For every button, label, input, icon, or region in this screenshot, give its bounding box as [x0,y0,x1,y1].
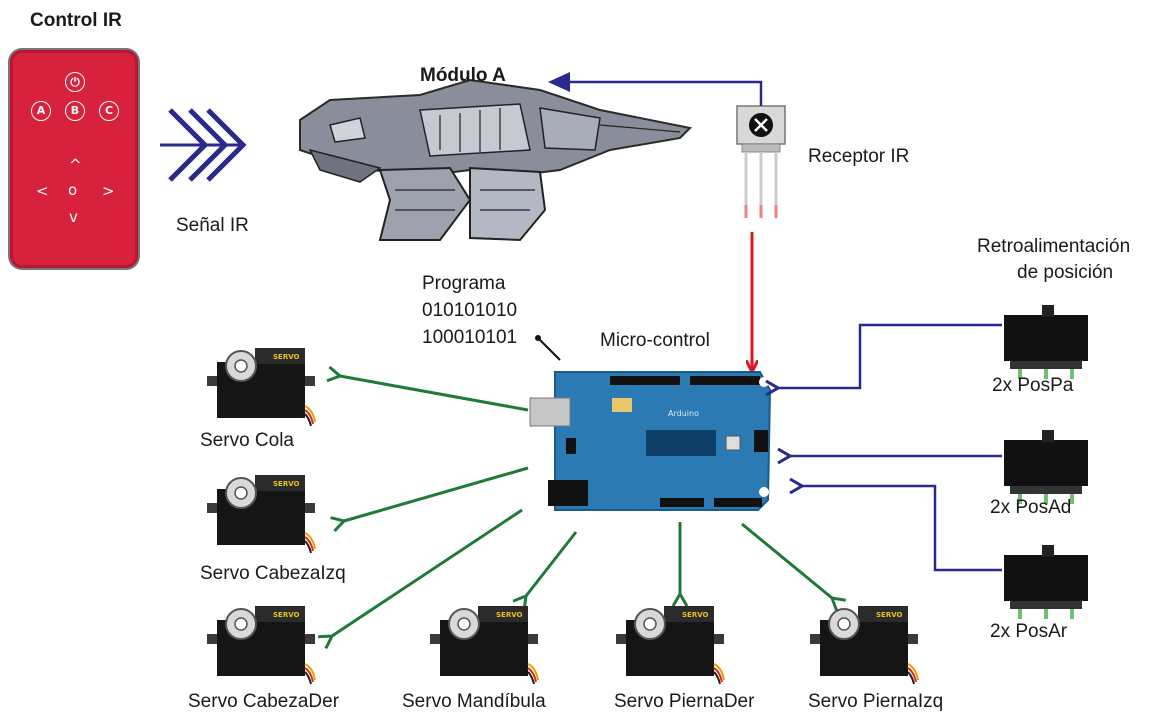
signal-label: Señal IR [176,215,249,236]
program-connector [535,335,561,361]
robot-dinosaur-module [299,78,693,242]
remote-button-c: C [99,101,119,121]
controller-label: Micro-control [600,330,710,351]
remote-button-b: B [65,101,85,121]
servo-pierna-izq-label: Servo PiernaIzq [808,691,944,712]
servo-cabeza-izq-label: Servo CabezaIzq [200,563,346,584]
ir-signal-icon [160,108,247,182]
receiver-label: Receptor IR [808,146,910,167]
program-line-1: 010101010 [422,300,518,321]
module-label: Módulo A [420,65,506,86]
sensor-posad-label: 2x PosAd [990,497,1072,518]
arrow-to-servo-mandibula [526,531,578,596]
receiver-to-module-arrow [550,77,763,106]
feedback-arrows [778,323,1002,572]
remote-button-a: A [31,101,51,121]
board-logo-text: Arduino [668,409,699,418]
nav-center-icon: o [68,181,78,199]
nav-up-icon: ^ [69,156,82,174]
servo-mandibula-icon [429,605,539,685]
power-icon: ⏻ [65,72,85,92]
servo-mandibula-label: Servo Mandíbula [402,691,546,712]
program-block: Programa 010101010 100010101 [422,270,517,351]
arrow-to-servo-cola [340,376,529,412]
arrow-to-servo-cabeza-der [332,508,523,636]
arduino-board: Arduino [529,371,772,511]
servo-cola-icon [206,347,316,427]
servo-pierna-der-icon [615,605,725,685]
feedback-title-line2: de posición [1017,262,1114,283]
sensor-pospa-icon [1004,305,1088,379]
program-title: Programa [422,273,506,294]
sensor-pospa-label: 2x PosPa [992,375,1074,396]
arrow-to-servo-cabeza-izq [344,466,529,521]
sensor-posar-label: 2x PosAr [990,621,1068,642]
arrow-from-posar [802,486,1002,572]
servo-cabeza-izq-icon [206,474,316,554]
servo-arrows [332,376,832,636]
arrow-to-servo-pierna-izq [741,522,832,598]
arrow-from-pospa [778,323,1002,388]
servo-cabeza-der-icon [206,605,316,685]
program-line-2: 100010101 [422,327,518,348]
control-title: Control IR [30,10,122,31]
servo-cola-label: Servo Cola [200,430,294,451]
ir-remote-control: ⏻ A B C ^ < o > v [10,50,138,268]
servo-pierna-izq-icon [809,605,919,685]
sensor-posad-icon [1004,430,1088,504]
feedback-title-line1: Retroalimentación [977,236,1131,257]
sensor-posar-icon [1004,545,1088,619]
nav-left-icon: < [36,182,49,200]
nav-down-icon: v [69,208,78,226]
servo-pierna-der-label: Servo PiernaDer [614,691,755,712]
servo-cabeza-der-label: Servo CabezaDer [188,691,340,712]
ir-receiver-icon [736,105,786,218]
nav-right-icon: > [102,182,115,200]
